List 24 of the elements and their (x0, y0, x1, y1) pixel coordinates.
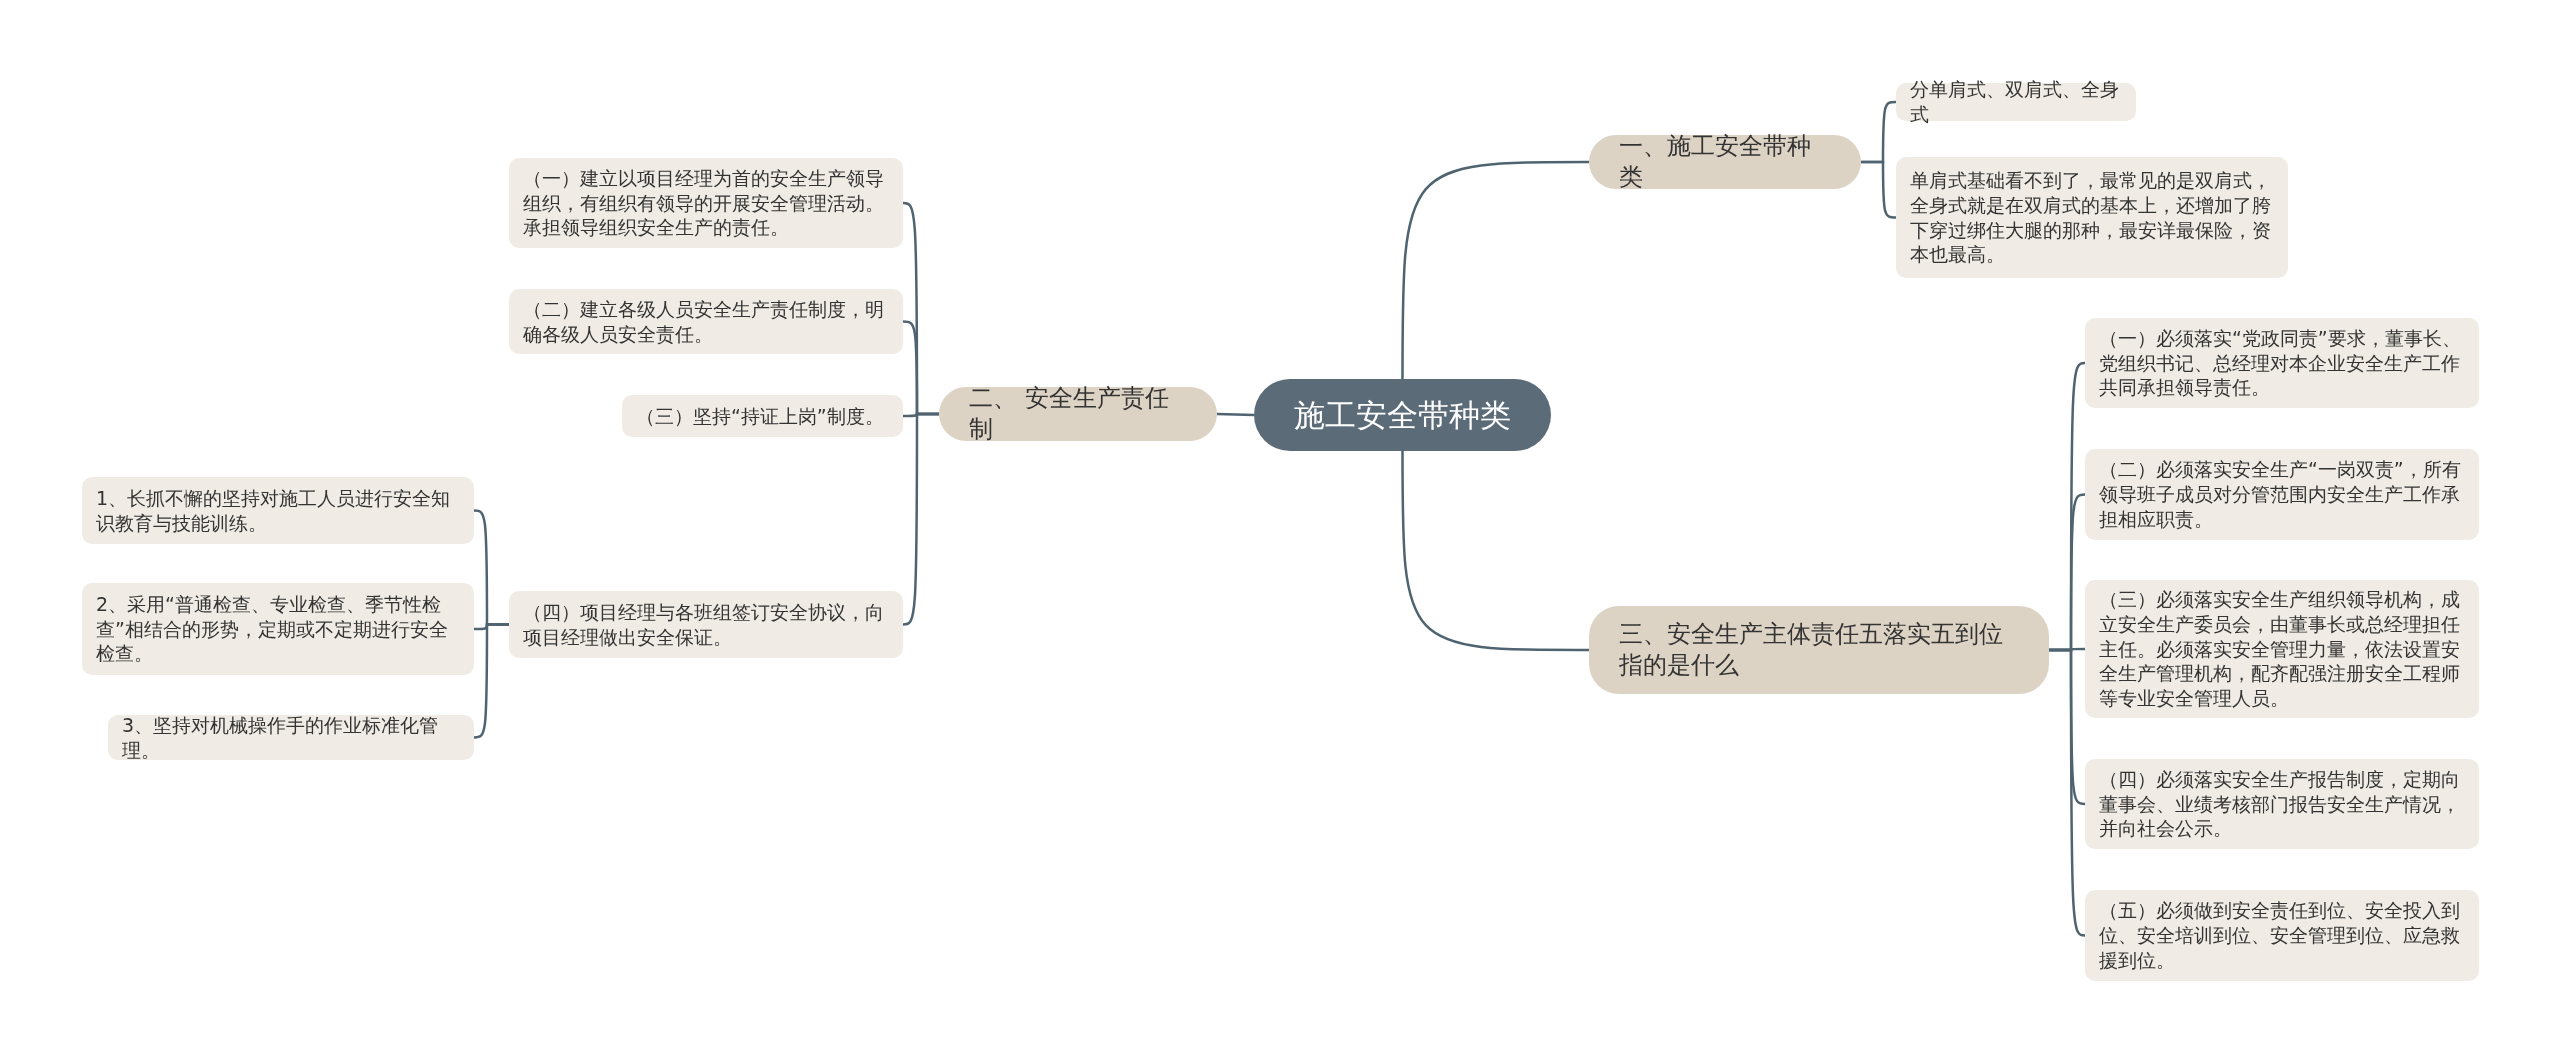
branch-topic: 二、 安全生产责任制 (939, 387, 1217, 441)
subtopic-box: （一）建立以项目经理为首的安全生产领导组织，有组织有领导的开展安全管理活动。承担领导组织安全生产的责任。 (509, 158, 903, 248)
connector-line (2049, 648, 2086, 937)
connector-line (473, 623, 509, 739)
connector-line (1401, 451, 1589, 652)
branch-topic: 三、安全生产主体责任五落实五到位指的是什么 (1589, 606, 2049, 694)
branch-topic: 一、施工安全带种类 (1589, 135, 1861, 189)
subtopic-box: 3、坚持对机械操作手的作业标准化管理。 (108, 715, 474, 760)
subtopic-box: 2、采用“普通检查、专业检查、季节性检查”相结合的形势，定期或不定期进行安全检查。 (82, 583, 474, 675)
connector-line (1401, 160, 1589, 379)
subtopic-box: （二）必须落实安全生产“一岗双责”，所有领导班子成员对分管范围内安全生产工作承担相应职责。 (2085, 449, 2479, 540)
subtopic-box: （五）必须做到安全责任到位、安全投入到位、安全培训到位、安全管理到位、应急救援到位。 (2085, 890, 2479, 981)
subtopic-box: （四）必须落实安全生产报告制度，定期向董事会、业绩考核部门报告安全生产情况，并向社会公示。 (2085, 759, 2479, 849)
subtopic-box: （一）必须落实“党政同责”要求，董事长、党组织书记、总经理对本企业安全生产工作共同承担领导责任。 (2085, 318, 2479, 408)
subtopic-box: （三）必须落实安全生产组织领导机构，成立安全生产委员会，由董事长或总经理担任主任。必须落实安全管理力量，依法设置安全生产管理机构，配齐配强注册安全工程师等专业安全管理人员。 (2085, 580, 2479, 718)
connector-line (902, 412, 939, 626)
connector-line (1861, 160, 1897, 219)
subtopic-box: 单肩式基础看不到了，最常见的是双肩式，全身式就是在双肩式的基本上，还增加了胯下穿过绑住大腿的那种，最安详最保险，资本也最高。 (1896, 157, 2288, 278)
subtopic-box: 1、长抓不懈的坚持对施工人员进行安全知识教育与技能训练。 (82, 477, 474, 544)
central-topic: 施工安全带种类 (1254, 379, 1551, 451)
subtopic-box: （四）项目经理与各班组签订安全协议，向项目经理做出安全保证。 (509, 591, 903, 658)
subtopic-box: （三）坚持“持证上岗”制度。 (622, 395, 903, 437)
connector-line (1216, 412, 1255, 417)
subtopic-box: （二）建立各级人员安全生产责任制度，明确各级人员安全责任。 (509, 289, 903, 354)
